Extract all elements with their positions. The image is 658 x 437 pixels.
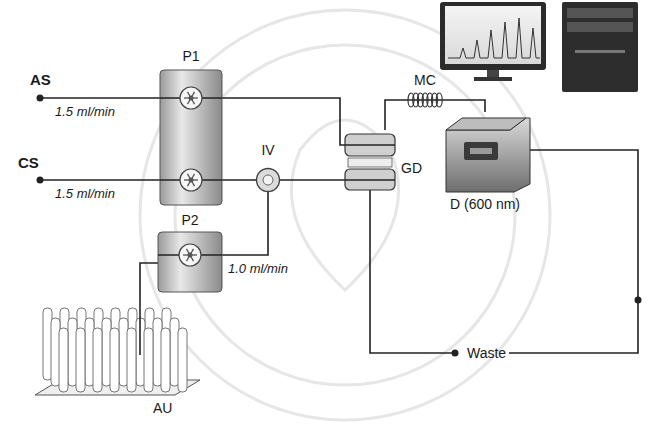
tube-line — [280, 179, 345, 181]
tube-line — [222, 98, 345, 145]
computer-tower — [562, 2, 638, 92]
tower-body — [562, 2, 638, 92]
flow-rate: 1.0 ml/min — [226, 261, 290, 277]
rotor-hub — [189, 96, 194, 101]
coil-turn — [436, 93, 442, 107]
detector: D (600 nm) — [440, 112, 530, 192]
tube-line — [345, 179, 395, 180]
injection-valve: IV — [256, 168, 280, 192]
mixing-coil-shape — [405, 92, 445, 108]
valve-rotor — [263, 175, 273, 185]
tower-slot — [575, 50, 625, 53]
watermark-ring — [175, 45, 515, 385]
rotor-hub — [188, 253, 193, 258]
pump-rotor — [180, 169, 202, 191]
pump-p1-shape — [160, 70, 222, 205]
node-label: Waste — [467, 345, 506, 361]
autosampler: AU — [35, 300, 200, 400]
tubing-connector — [222, 180, 256, 181]
node-label: P2 — [181, 212, 198, 228]
gd-membrane — [348, 158, 392, 167]
tube-line — [385, 100, 405, 130]
gas-diffusion-unit: GD — [345, 130, 395, 190]
gd-block — [345, 134, 395, 156]
tubing-connector — [370, 190, 455, 353]
tube-line — [370, 190, 455, 353]
rotor-hub — [189, 178, 194, 183]
injection-valve-shape — [256, 168, 280, 192]
detector-slot — [470, 148, 492, 154]
pump-body — [160, 70, 222, 205]
detector-body — [446, 118, 530, 192]
tube-line — [345, 144, 395, 145]
pump-rotor — [179, 244, 201, 266]
test-tube — [93, 328, 102, 392]
pump-p2-shape — [158, 232, 222, 292]
pump-rotor — [180, 87, 202, 109]
pump-body — [158, 232, 222, 292]
tubing-connector — [140, 263, 158, 300]
monitor-screen — [445, 6, 541, 64]
valve-body — [257, 169, 280, 192]
tubing-connector — [222, 192, 268, 255]
watermark — [140, 10, 550, 420]
monitor — [440, 2, 546, 81]
test-tube — [144, 328, 153, 392]
tube-line — [40, 179, 160, 181]
tubing-connector — [280, 180, 345, 181]
autosampler-shape — [35, 300, 200, 400]
test-tube — [76, 328, 85, 392]
stream-name: CS — [18, 155, 39, 171]
tubing-connector — [222, 98, 345, 145]
detector-shape — [440, 112, 530, 192]
monitor-base — [474, 77, 512, 81]
inlet-dot — [37, 95, 44, 102]
monitor-stand — [487, 70, 499, 77]
node-label: IV — [261, 142, 274, 158]
flow-rate: 1.5 ml/min — [55, 186, 115, 202]
pump-p1: P1 — [160, 70, 222, 205]
watermark-ring — [140, 10, 550, 420]
node-label: AU — [153, 400, 172, 416]
stream-name: AS — [30, 72, 51, 88]
tube-line — [222, 179, 256, 181]
node-label: P1 — [182, 48, 199, 64]
test-tube — [161, 328, 170, 392]
probe-tube — [139, 300, 141, 355]
tube-line — [222, 192, 268, 255]
chromatogram-peaks — [448, 18, 540, 58]
detector-window — [464, 142, 498, 160]
test-tube — [127, 328, 136, 392]
gas-diffusion-unit-shape — [345, 130, 395, 190]
detector-top — [446, 118, 526, 130]
pump-p2: P2 — [158, 232, 222, 292]
inlet-dot — [37, 177, 44, 184]
watermark-figure — [291, 120, 398, 290]
tubing-connector — [385, 100, 405, 130]
test-tube — [178, 328, 187, 392]
mixing-coil: MC — [405, 92, 445, 108]
tubing-connector — [445, 100, 485, 112]
tube-line — [40, 97, 160, 99]
tower-panel — [567, 22, 633, 32]
waste-outlet: Waste — [455, 345, 509, 361]
flow-rate: 1.5 ml/min — [55, 104, 115, 120]
node-label: D (600 nm) — [450, 196, 520, 212]
tube-line — [445, 100, 485, 112]
gd-block — [345, 169, 395, 190]
node-label: MC — [414, 72, 436, 88]
node-label: GD — [401, 160, 422, 176]
tube-line — [140, 263, 158, 300]
test-tube — [59, 328, 68, 392]
test-tube — [110, 328, 119, 392]
coil-axis — [405, 99, 445, 100]
tower-panel — [567, 8, 633, 18]
monitor-frame — [440, 2, 546, 70]
outlet-dot — [452, 350, 459, 357]
